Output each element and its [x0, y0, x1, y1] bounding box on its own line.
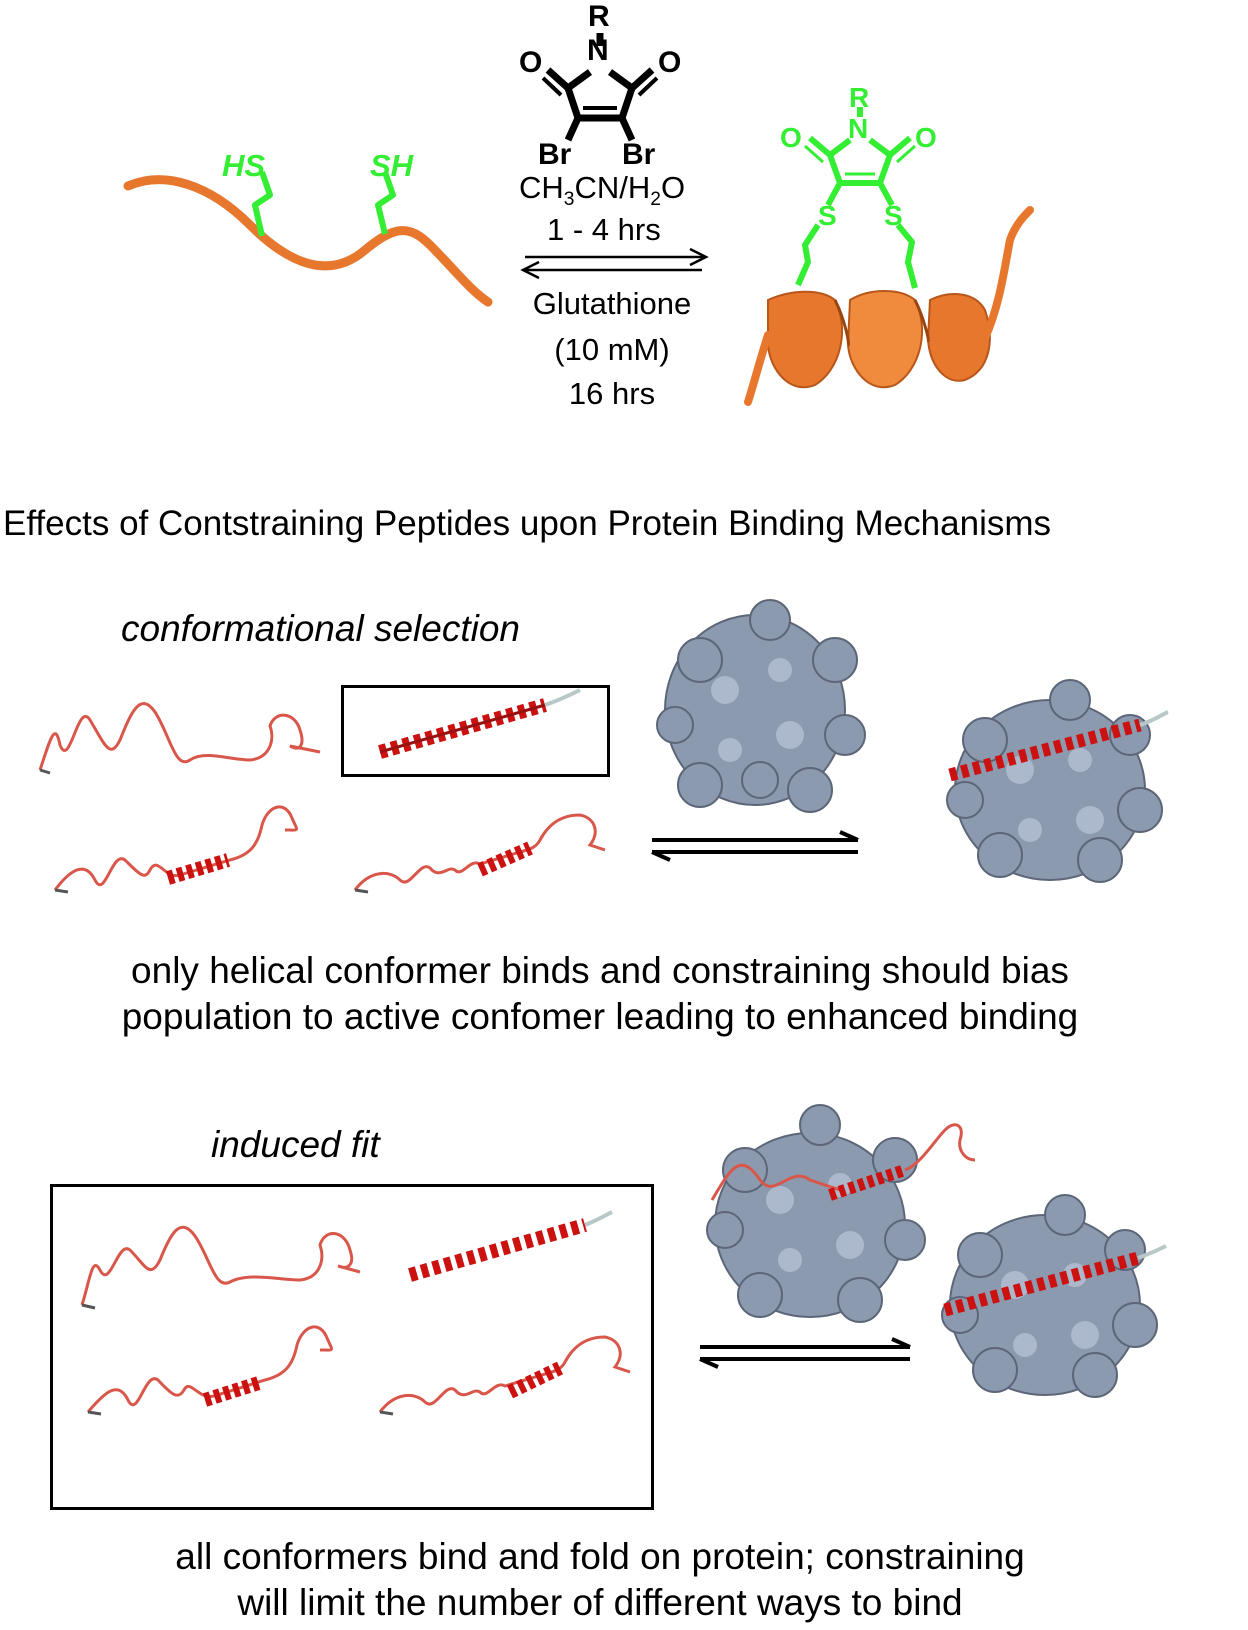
- helix-tail-right: [981, 206, 1034, 342]
- induced-caption-line1: all conformers bind and fold on protein;…: [175, 1536, 1025, 1577]
- conformational-selection-label: conformational selection: [121, 608, 520, 649]
- linear-peptide-backbone: [123, 175, 493, 307]
- reverse-time: 16 hrs: [568, 376, 656, 411]
- induced-fit-label: induced fit: [211, 1124, 380, 1165]
- reverse-concentration: (10 mM): [554, 332, 670, 367]
- reagent-oxygen-right: O: [658, 46, 682, 79]
- conformational-caption-line1: only helical conformer binds and constra…: [131, 950, 1069, 991]
- coil-conformer-1: [38, 702, 321, 771]
- reagent-r-group: R: [588, 0, 610, 33]
- selected-conformer-box: [341, 685, 610, 777]
- reagent-bromine-right: Br: [622, 138, 656, 171]
- linker-right: [895, 223, 918, 289]
- section-heading: Effects of Contstraining Peptides upon P…: [3, 504, 1052, 543]
- product-sulfur-right: S: [884, 200, 903, 231]
- linker-left: [795, 223, 821, 287]
- forward-time: 1 - 4 hrs: [547, 212, 661, 247]
- reagent-nitrogen: N: [587, 34, 609, 67]
- partial-helix-conformer-1: [53, 805, 298, 891]
- thiol-label-left: HS: [222, 148, 266, 183]
- partial-helix-conformer-2: [353, 813, 606, 891]
- product-oxygen-right: O: [915, 122, 937, 153]
- product-nitrogen: N: [848, 113, 869, 144]
- conformational-caption-line2: population to active confomer leading to…: [121, 996, 1079, 1037]
- product-oxygen-left: O: [780, 122, 802, 153]
- product-r-group: R: [849, 82, 870, 113]
- reverse-reagent: Glutathione: [532, 286, 692, 321]
- thiol-label-right: SH: [370, 148, 414, 183]
- orange-helix: [767, 290, 991, 389]
- reagent-oxygen-left: O: [519, 46, 543, 79]
- helix-tail-left: [744, 331, 772, 406]
- product-sulfur-left: S: [818, 200, 837, 231]
- induced-caption-line2: will limit the number of different ways …: [237, 1582, 963, 1623]
- forward-solvent: CH3CN/H2O: [519, 170, 686, 210]
- induced-fit-conformers-box: [50, 1184, 654, 1510]
- reagent-bromine-left: Br: [538, 138, 572, 171]
